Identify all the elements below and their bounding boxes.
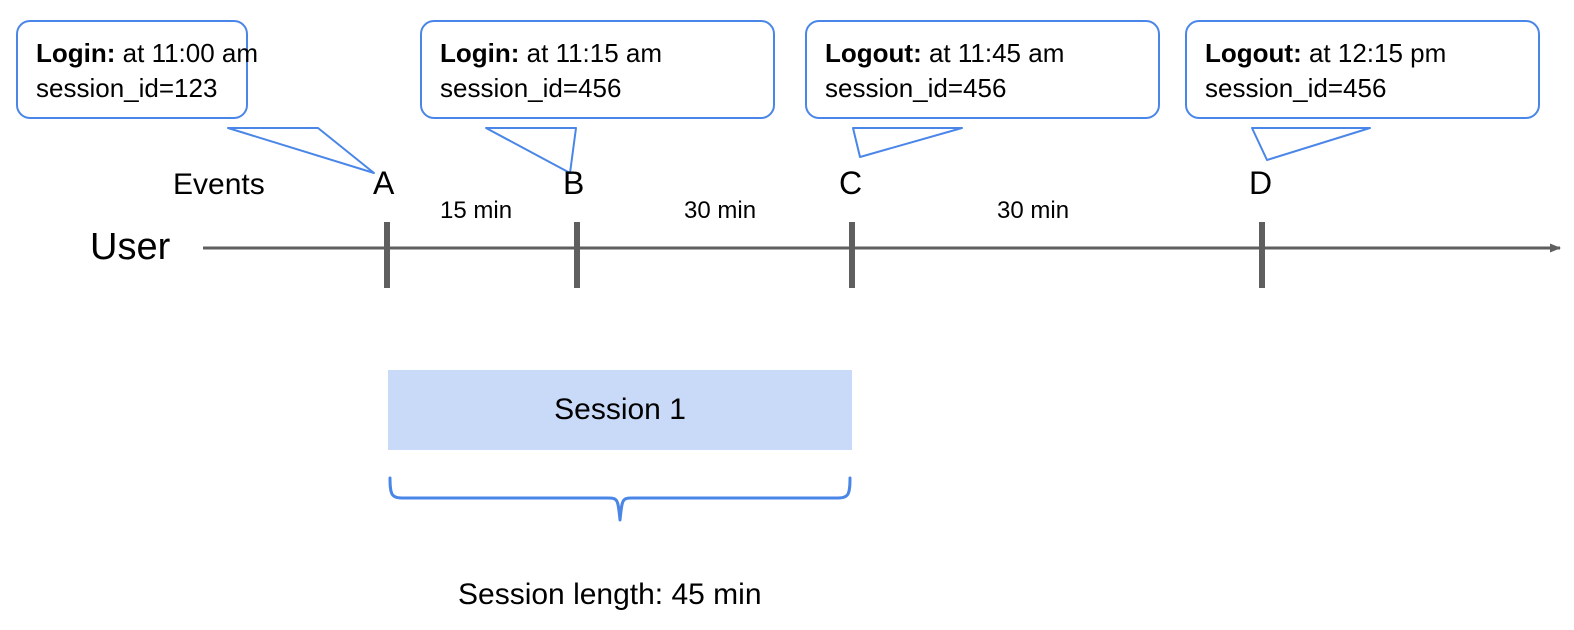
marker-label-d: D — [1249, 165, 1273, 201]
interval-label-bc: 30 min — [684, 197, 757, 224]
callout-event-c: Logout: at 11:45 am session_id=456 — [805, 20, 1160, 120]
session-length-brace — [388, 476, 852, 522]
interval-label-ab: 15 min — [440, 197, 513, 224]
callout-d-tail — [1251, 127, 1371, 161]
callout-b-event: Login: — [440, 38, 520, 68]
marker-label-a: A — [373, 165, 395, 201]
marker-label-c: C — [839, 165, 863, 201]
marker-label-b: B — [563, 165, 585, 201]
interval-label-cd: 30 min — [997, 197, 1070, 224]
callout-d-detail: at 12:15 pm — [1308, 38, 1447, 68]
callout-c-session: session_id=456 — [825, 72, 1007, 103]
callout-a-event: Login: — [36, 38, 116, 68]
callout-event-a: Login: at 11:00 am session_id=123 — [16, 20, 258, 120]
callout-event-d: Logout: at 12:15 pm session_id=456 — [1185, 20, 1540, 120]
user-lane-label: User — [90, 226, 171, 268]
callout-c-line1: Logout: at 11:45 am — [825, 36, 1140, 71]
callout-a-tail — [227, 127, 375, 174]
callout-event-b: Login: at 11:15 am session_id=456 — [420, 20, 775, 120]
callout-b-detail: at 11:15 am — [526, 38, 663, 68]
session-bar-label: Session 1 — [554, 393, 686, 426]
callout-a-detail: at 11:00 am — [122, 38, 259, 68]
session-bar: Session 1 — [388, 370, 852, 450]
callout-d-line1: Logout: at 12:15 pm — [1205, 36, 1520, 71]
callout-c-tail — [852, 127, 963, 158]
callout-a-session: session_id=123 — [36, 72, 218, 103]
callout-c-event: Logout: — [825, 38, 922, 68]
events-lane-label: Events — [173, 168, 265, 201]
callout-b-tail — [485, 127, 577, 174]
callout-b-line1: Login: at 11:15 am — [440, 36, 755, 71]
session-length-caption: Session length: 45 min — [458, 578, 762, 611]
callout-c-detail: at 11:45 am — [928, 38, 1065, 68]
callout-b-session: session_id=456 — [440, 72, 622, 103]
callout-d-session: session_id=456 — [1205, 72, 1387, 103]
callout-a-line1: Login: at 11:00 am — [36, 36, 258, 71]
callout-d-event: Logout: — [1205, 38, 1302, 68]
